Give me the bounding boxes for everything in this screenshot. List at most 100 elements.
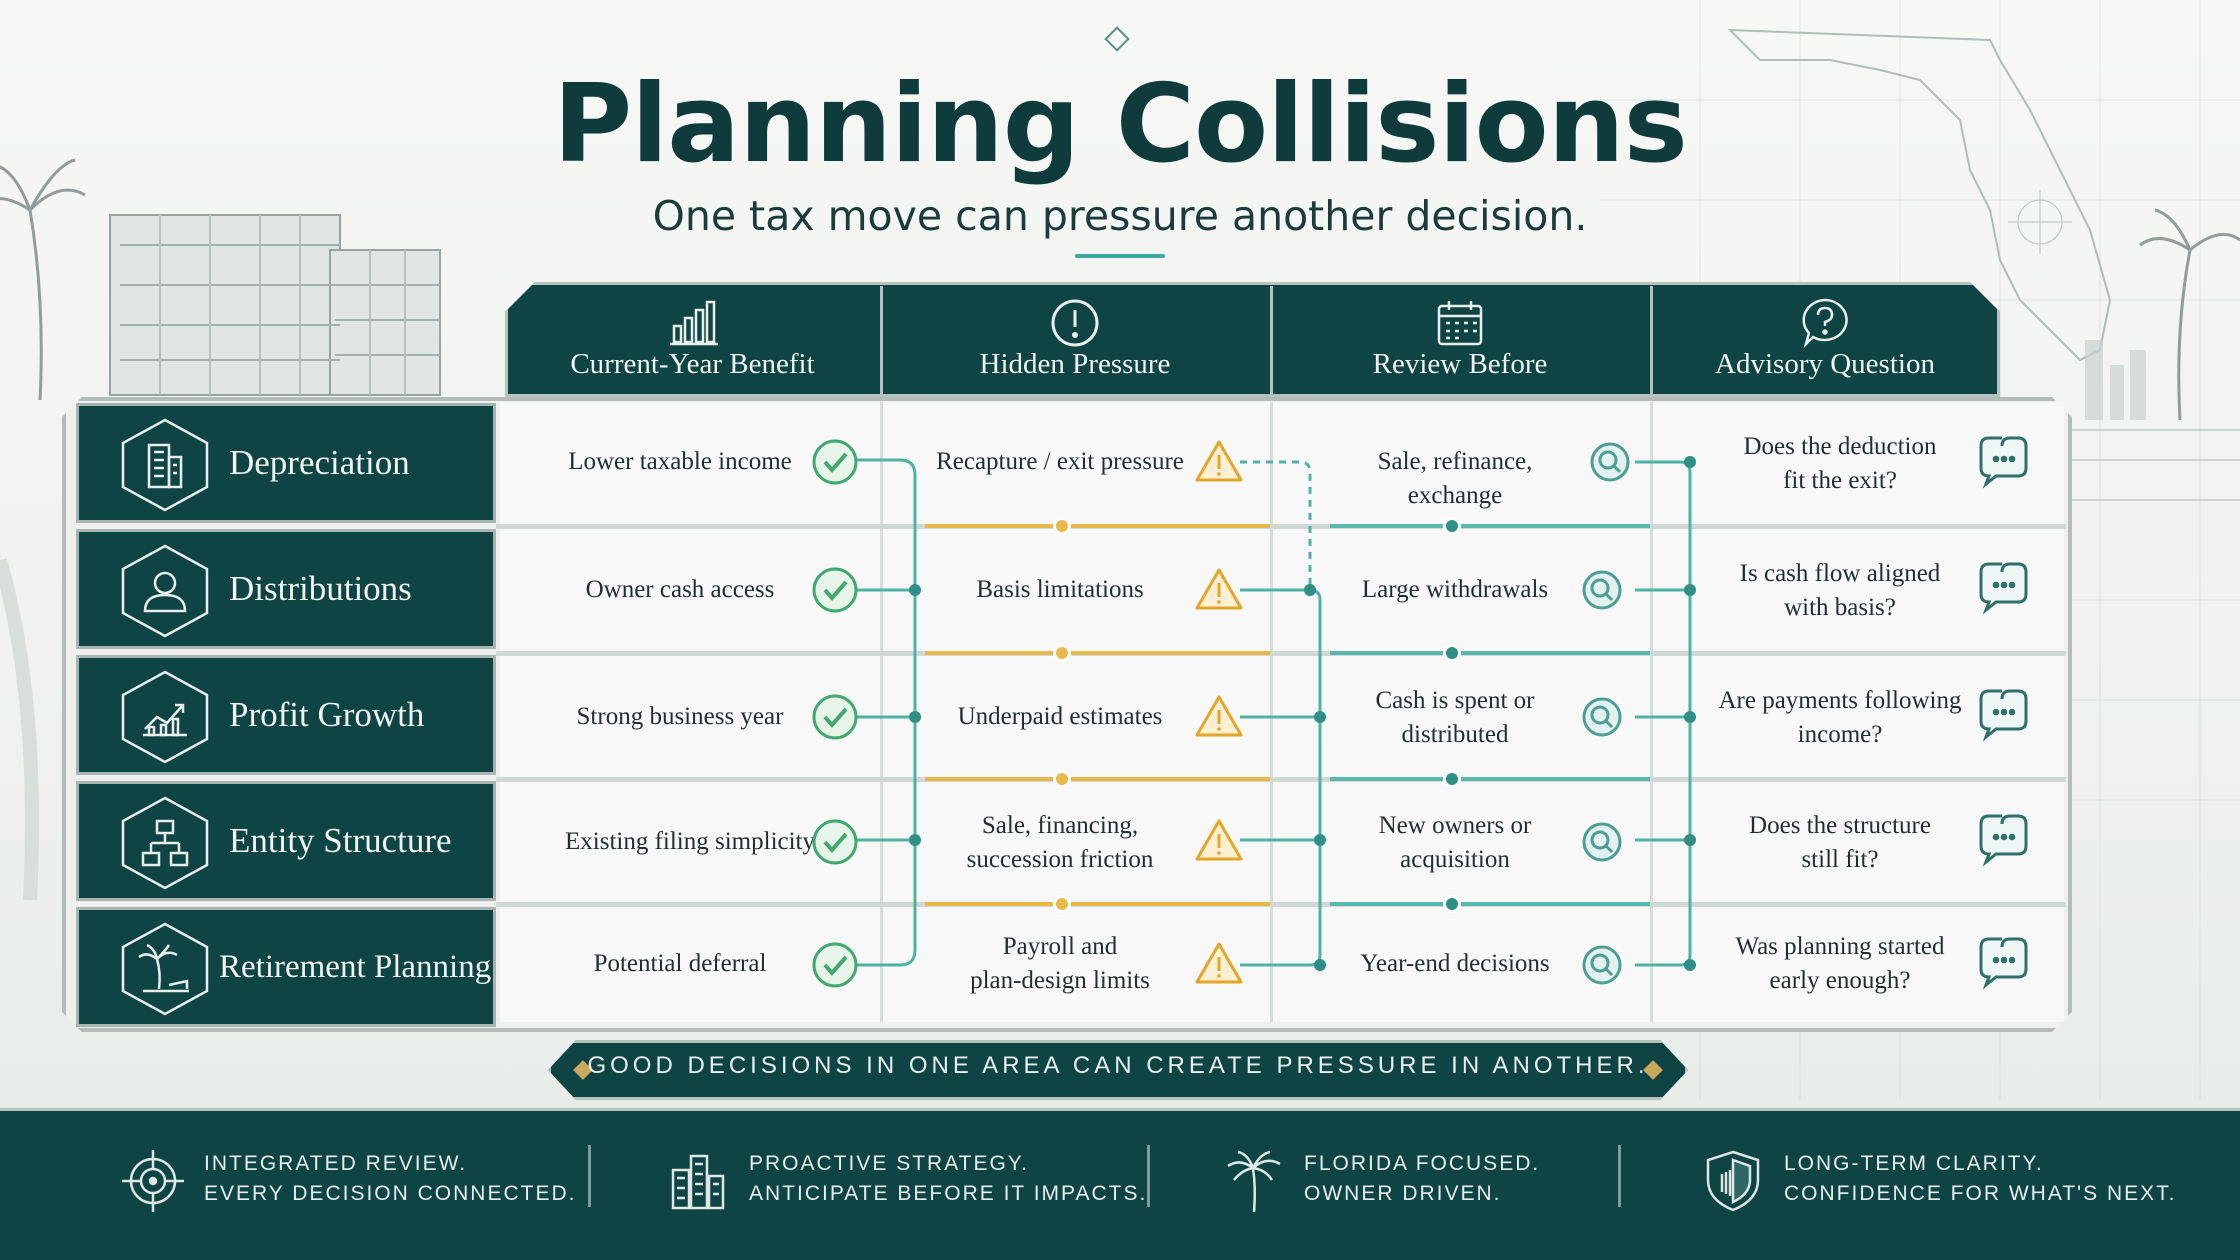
question-cell: Is cash flow aligned with basis? [1700, 557, 1980, 625]
question-text-line1: Does the structure [1749, 812, 1931, 839]
footer-line1: PROACTIVE STRATEGY. [749, 1152, 1029, 1175]
bar-chart-icon [669, 300, 718, 346]
pressure-text: Underpaid estimates [957, 703, 1163, 730]
question-cell: Does the structure still fit? [1700, 809, 1980, 877]
question-text-line1: Are payments following [1718, 687, 1962, 714]
review-cell: Large withdrawals [1330, 573, 1580, 607]
column-header-label: Review Before [1372, 348, 1548, 380]
review-text-line2: distributed [1401, 721, 1509, 748]
question-text-line2: still fit? [1801, 846, 1879, 873]
pressure-text-line1: Sale, financing, [981, 812, 1139, 839]
benefit-text: Lower taxable income [568, 448, 792, 475]
column-header-hidden-pressure: Hidden Pressure [880, 282, 1270, 397]
column-header-band [505, 282, 2000, 397]
pressure-text: Recapture / exit pressure [936, 448, 1184, 475]
question-text-line1: Was planning started [1735, 933, 1945, 960]
connector-node [1053, 644, 1071, 662]
review-text: Year-end decisions [1360, 950, 1550, 977]
question-bubble-icon [1802, 298, 1848, 349]
review-connector [1330, 651, 1650, 655]
pressure-cell: Sale, financing, succession friction [925, 809, 1195, 877]
connector-node [1443, 644, 1461, 662]
question-cell: Was planning started early enough? [1700, 930, 1980, 998]
pressure-cell: Underpaid estimates [925, 700, 1195, 734]
row-divider [496, 902, 2066, 907]
person-icon [121, 544, 209, 638]
crosshair-icon [122, 1150, 184, 1212]
palm-tree-icon [1227, 1150, 1281, 1213]
footer-line1: LONG-TERM CLARITY. [1784, 1152, 2044, 1175]
question-text-line1: Does the deduction [1743, 433, 1937, 460]
footer-separator [588, 1145, 591, 1207]
building-icon [121, 418, 209, 512]
row-label-text: Retirement Planning [219, 948, 492, 985]
pressure-cell: Basis limitations [925, 573, 1195, 607]
question-text-line2: early enough? [1769, 967, 1911, 994]
pressure-text-line2: succession friction [966, 846, 1154, 873]
connector-node [1053, 517, 1071, 535]
calendar-icon [1437, 301, 1483, 346]
column-header-label: Current-Year Benefit [570, 348, 815, 380]
footer-line1: FLORIDA FOCUSED. [1304, 1152, 1541, 1175]
footer-separator [1618, 1145, 1621, 1207]
column-separator [880, 286, 883, 394]
row-label-text: Distributions [229, 569, 412, 608]
row-label-text: Profit Growth [229, 695, 425, 734]
footer-line2: OWNER DRIVEN. [1304, 1182, 1502, 1205]
review-text: Sale, refinance, exchange [1377, 448, 1533, 509]
row-divider [496, 651, 2066, 656]
question-cell: Does the deduction fit the exit? [1700, 430, 1980, 498]
review-cell: Sale, refinance, exchange [1330, 445, 1580, 513]
benefit-cell: Lower taxable income [540, 445, 820, 479]
review-text-line2: acquisition [1400, 846, 1510, 873]
row-label-profit-growth: Profit Growth [76, 655, 496, 775]
palm-beach-icon [121, 922, 209, 1016]
alert-circle-icon [1051, 299, 1099, 347]
row-label-text: Depreciation [229, 443, 410, 482]
question-text-line2: with basis? [1784, 594, 1896, 621]
benefit-cell: Strong business year [540, 700, 820, 734]
pressure-connector [925, 651, 1270, 655]
benefit-text: Existing filing simplicity [565, 828, 815, 855]
key-message-text: GOOD DECISIONS IN ONE AREA CAN CREATE PR… [587, 1052, 1649, 1079]
review-connector [1330, 902, 1650, 906]
benefit-text: Strong business year [576, 703, 784, 730]
question-text-line2: fit the exit? [1783, 467, 1897, 494]
question-text-line1: Is cash flow aligned [1739, 560, 1941, 587]
connector-node [1053, 895, 1071, 913]
benefit-text: Potential deferral [593, 950, 767, 977]
row-label-text: Entity Structure [229, 821, 452, 860]
benefit-cell: Potential deferral [540, 947, 820, 981]
review-text: Large withdrawals [1361, 576, 1549, 603]
connector-node [1443, 895, 1461, 913]
footer-line1: INTEGRATED REVIEW. [204, 1152, 468, 1175]
row-label-entity-structure: Entity Structure [76, 781, 496, 901]
row-divider [496, 777, 2066, 782]
column-separator [1650, 286, 1653, 394]
growth-chart-icon [121, 670, 209, 764]
footer-line2: ANTICIPATE BEFORE IT IMPACTS. [749, 1182, 1148, 1205]
connector-node [1443, 770, 1461, 788]
review-cell: Year-end decisions [1330, 947, 1580, 981]
pressure-text: Basis limitations [976, 576, 1144, 603]
top-ornament [1104, 26, 1130, 52]
connector-node [1053, 770, 1071, 788]
pressure-text-line1: Payroll and [1002, 933, 1118, 960]
subtitle-underline [1075, 254, 1165, 258]
page-title: Planning Collisions [553, 62, 1688, 187]
pressure-cell: Recapture / exit pressure [925, 445, 1195, 479]
pressure-connector [925, 524, 1270, 528]
column-separator [880, 402, 883, 1022]
review-connector [1330, 524, 1650, 528]
footer-separator [1147, 1145, 1150, 1207]
connector-node [1443, 517, 1461, 535]
shield-icon [1706, 1150, 1760, 1212]
pressure-connector [925, 902, 1270, 906]
benefit-cell: Existing filing simplicity [540, 825, 840, 859]
row-label-depreciation: Depreciation [76, 403, 496, 523]
column-header-label: Advisory Question [1715, 348, 1935, 380]
column-header-label: Hidden Pressure [979, 348, 1171, 380]
benefit-text: Owner cash access [585, 576, 775, 603]
